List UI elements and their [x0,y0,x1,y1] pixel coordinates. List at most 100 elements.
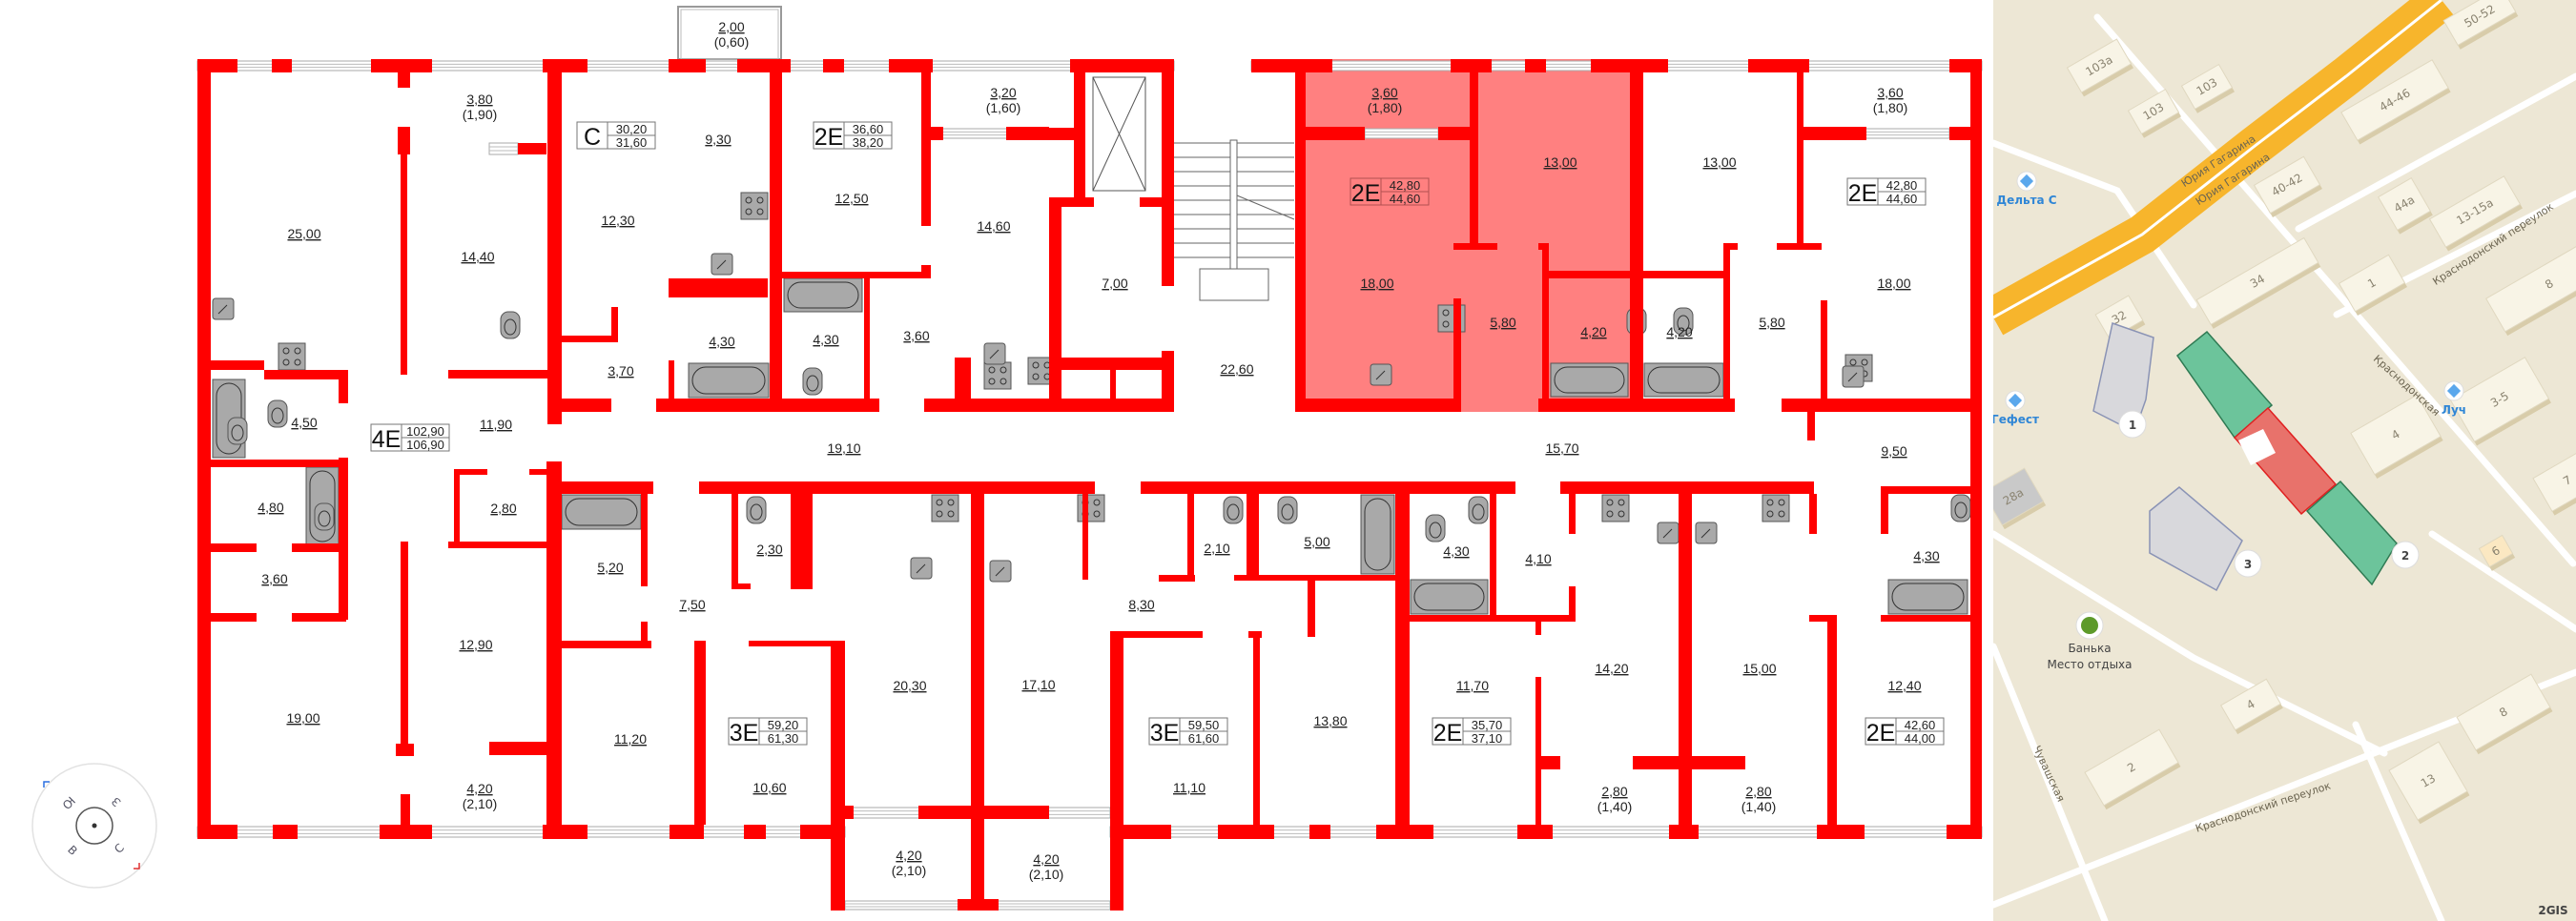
map-building[interactable]: 28а [1983,467,2047,530]
map-section-green[interactable] [2305,480,2398,586]
room[interactable]: 8,30 [1128,597,1154,612]
room[interactable]: 4,80 [258,500,283,515]
map-marker-1[interactable]: 1 [2118,410,2147,439]
room[interactable]: 2,00(0,60) [714,19,750,50]
room[interactable]: 2,10 [1204,541,1229,556]
map-building[interactable]: 103 [2127,88,2181,138]
map-building[interactable]: 44-46 [2340,59,2451,145]
map-building[interactable]: 50-52 [2442,0,2519,50]
room[interactable]: 4,20(2,10) [463,781,498,811]
room[interactable]: 3,80(1,90) [463,92,498,122]
room[interactable]: 14,60 [977,218,1010,234]
room[interactable]: 11,20 [614,731,647,747]
room[interactable]: 12,40 [1887,678,1921,693]
room[interactable]: 14,20 [1595,661,1628,676]
map-building[interactable]: 1 [2338,254,2407,317]
room[interactable]: 2,80(1,40) [1597,784,1633,814]
room[interactable]: 10,60 [752,780,786,795]
room[interactable]: 3,60(1,80) [1873,85,1908,115]
room[interactable]: 2,30 [756,542,782,557]
room[interactable]: 12,50 [835,191,868,206]
room[interactable]: 4,20(2,10) [1029,851,1064,882]
room[interactable]: 4,10 [1525,551,1551,566]
room[interactable]: 11,10 [1173,780,1206,795]
room[interactable]: 3,60(1,80) [1368,85,1403,115]
highlighted-apartment[interactable] [1306,59,1630,412]
room[interactable]: 20,30 [893,678,926,693]
map-marker-2[interactable]: 2 [2391,541,2420,569]
room[interactable]: 14,40 [461,249,494,264]
room[interactable]: 17,10 [1021,677,1055,692]
map-building[interactable]: 44а [2377,176,2433,235]
room[interactable]: 13,00 [1702,154,1736,170]
room[interactable]: 12,30 [601,213,634,228]
map-building[interactable]: 40-42 [2253,155,2322,218]
map-building[interactable]: 4 [2350,394,2443,479]
room[interactable]: 3,20(1,60) [986,85,1021,115]
room[interactable]: 3,60 [261,571,287,586]
room[interactable]: 11,70 [1456,678,1489,693]
room[interactable]: 5,80 [1490,315,1515,330]
map-marker-3[interactable]: 3 [2234,549,2262,578]
room[interactable]: 9,50 [1881,443,1906,459]
map-section-green[interactable] [2175,330,2274,440]
map-building[interactable]: 7 [2532,448,2576,516]
room[interactable]: 2,80 [490,501,516,516]
map-building[interactable]: 6 [2478,534,2516,571]
map-building[interactable]: 8 [2485,235,2576,337]
room[interactable]: 4,30 [709,334,734,349]
room[interactable]: 12,90 [459,637,492,652]
room[interactable]: 4,20(2,10) [892,848,927,878]
room[interactable]: 4,20 [1666,324,1692,339]
room[interactable]: 18,00 [1877,276,1910,291]
room[interactable]: 19,00 [286,710,319,726]
room[interactable]: 22,60 [1220,361,1253,377]
room[interactable]: 5,20 [597,560,623,575]
map-poi[interactable]: Луч [2442,380,2466,417]
room[interactable]: 19,10 [827,440,860,456]
room[interactable]: 3,70 [608,363,633,379]
room[interactable]: 2,80(1,40) [1741,784,1777,814]
map-building[interactable]: 2 [2084,728,2181,810]
room[interactable]: 3,60 [903,328,929,343]
room[interactable]: 18,00 [1360,276,1393,291]
room[interactable]: 4,30 [1443,543,1469,559]
room[interactable]: 15,00 [1742,661,1776,676]
room[interactable]: 9,30 [705,132,731,147]
map-building[interactable]: 13-15а [2428,175,2523,252]
map-building[interactable]: 3-5 [2449,357,2551,446]
room[interactable]: 5,00 [1304,534,1329,549]
room[interactable]: 4,30 [1913,548,1939,563]
map-poi[interactable]: Гефест [1991,390,2039,426]
room[interactable]: 4,30 [813,332,838,347]
room[interactable]: 5,80 [1759,315,1784,330]
room[interactable]: 4,20 [1580,324,1606,339]
map-building[interactable]: 103а [2066,38,2133,97]
room[interactable]: 13,80 [1313,713,1347,728]
map-building[interactable]: 8 [2456,673,2553,755]
room[interactable]: 15,70 [1545,440,1578,456]
map-building[interactable]: 103 [2180,63,2235,113]
room[interactable]: 11,90 [480,417,512,432]
map-building[interactable]: 13 [2388,741,2470,825]
room[interactable]: 7,50 [679,597,705,612]
map-building[interactable]: 34 [2195,236,2321,329]
room[interactable]: 25,00 [287,226,320,241]
map-poi[interactable]: Дельта С [1996,171,2057,207]
room[interactable]: 7,00 [1102,276,1127,291]
room[interactable]: 13,00 [1543,154,1577,170]
map-building[interactable]: 4 [2220,678,2283,735]
map-building[interactable]: 32 [2094,295,2146,344]
room[interactable]: 4,50 [291,415,317,430]
